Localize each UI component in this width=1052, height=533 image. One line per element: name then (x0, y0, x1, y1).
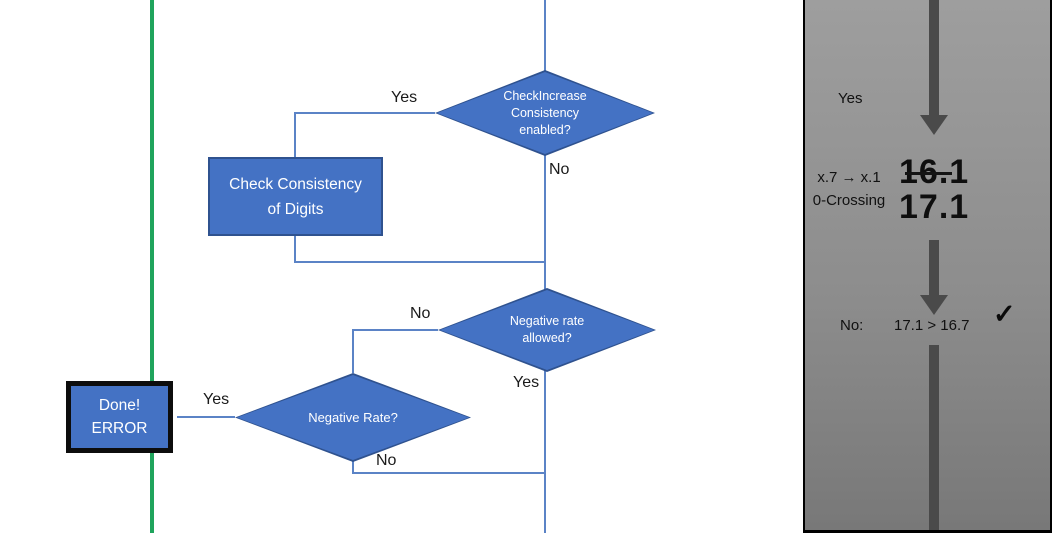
terminal-done-error[interactable]: Done! ERROR (66, 381, 173, 453)
connector-no-bottom-horizontal (352, 472, 545, 474)
down-arrow-shaft (929, 345, 939, 530)
zero-crossing-note: x.7 → x.1 0-Crossing (805, 166, 893, 212)
decision-line: CheckIncrease (503, 88, 587, 103)
note-line: 0-Crossing (812, 192, 886, 209)
connector-no-mid-vertical (352, 329, 354, 373)
annotation-panel: Yes x.7 → x.1 0-Crossing 16.1 17.1 No: 1… (803, 0, 1052, 533)
decision-negative-rate-allowed-text: Negative rate allowed? (438, 288, 656, 372)
connector-yes-done-horizontal (177, 416, 235, 418)
decision-line: allowed? (522, 331, 572, 345)
process-check-consistency-of-digits[interactable]: Check Consistency of Digits (208, 157, 383, 236)
edge-label-no-top: No (549, 161, 570, 178)
edge-label-yes-mid: Yes (513, 374, 540, 391)
comparison-no-label: No: (840, 317, 864, 334)
panel-yes-label: Yes (838, 90, 863, 107)
terminal-line: Done! (98, 397, 141, 414)
decision-negative-rate-allowed[interactable]: Negative rate allowed? (438, 288, 656, 372)
decision-line: Negative rate (509, 314, 585, 328)
down-arrow-shaft (929, 240, 939, 295)
process-line: of Digits (267, 200, 324, 218)
strikethrough-line (905, 172, 952, 175)
connector-no-mid-horizontal (353, 329, 438, 331)
note-line: x.7 → x.1 (817, 169, 881, 186)
edge-label-no-bottom: No (376, 452, 397, 469)
decision-line: Consistency (510, 105, 580, 120)
edge-label-yes-done: Yes (203, 391, 230, 408)
decision-negative-rate-text: Negative Rate? (235, 373, 471, 462)
down-arrow-head-icon (920, 115, 948, 135)
terminal-line: ERROR (91, 420, 148, 437)
comparison-expression: 17.1 > 16.7 (894, 317, 970, 334)
decision-negative-rate[interactable]: Negative Rate? (235, 373, 471, 462)
connector-return-horizontal (294, 261, 545, 263)
green-divider-line (150, 0, 154, 533)
decision-check-increase-text: CheckIncrease Consistency enabled? (435, 70, 655, 156)
connector-no-bottom-vertical (352, 460, 354, 474)
edge-label-no-mid: No (410, 305, 431, 322)
edge-label-yes-top: Yes (391, 89, 418, 106)
down-arrow-head-icon (920, 295, 948, 315)
process-line: Check Consistency (229, 175, 362, 193)
connector-main-vertical (544, 0, 546, 533)
decision-line: Negative Rate? (308, 410, 398, 425)
down-arrow-shaft (929, 0, 939, 115)
decision-line: enabled? (519, 122, 571, 137)
checkmark-icon: ✓ (993, 299, 1016, 329)
decision-check-increase-consistency[interactable]: CheckIncrease Consistency enabled? (435, 70, 655, 156)
connector-yes-top-horizontal (295, 112, 435, 114)
new-value-text: 17.1 (899, 188, 970, 226)
